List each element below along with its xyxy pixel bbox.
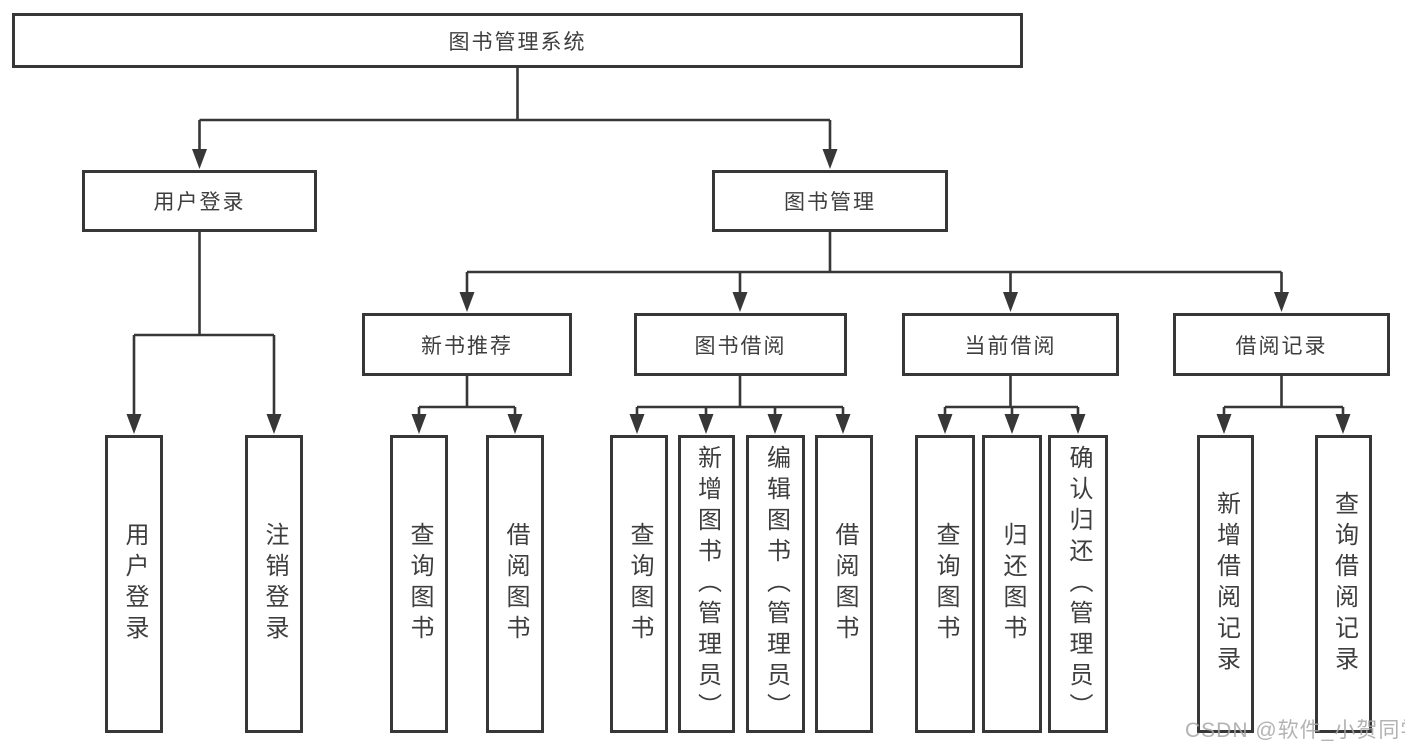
arrow-icon: [629, 414, 645, 434]
leaf-search-borrow-record-label: 查询借阅记录: [1330, 491, 1358, 677]
node-root-label: 图书管理系统: [448, 30, 587, 54]
leaf-search-books-recommend: 查询图书: [390, 435, 448, 733]
leaf-logout-label: 注销登录: [261, 522, 288, 646]
node-book-borrowing: 图书借阅: [634, 313, 847, 376]
leaf-search-books-borrowing: 查询图书: [610, 435, 668, 733]
arrow-icon: [767, 414, 783, 434]
leaf-search-borrow-record: 查询借阅记录: [1315, 435, 1372, 733]
csdn-watermark: CSDN @软件_小贺同学: [1185, 719, 1405, 742]
leaf-return-books-label: 归还图书: [999, 522, 1026, 646]
leaf-search-books-recommend-label: 查询图书: [406, 522, 433, 646]
leaf-search-books-borrowing-label: 查询图书: [626, 522, 653, 646]
leaf-add-book-admin: 新增图书（管理员）: [678, 435, 735, 733]
arrow-icon: [937, 414, 953, 434]
node-root: 图书管理系统: [12, 13, 1023, 68]
arrow-icon: [835, 414, 851, 434]
connector-borrowing-to-leaves: [635, 376, 845, 417]
leaf-search-books-current: 查询图书: [915, 435, 975, 733]
node-new-book-recommend-label: 新书推荐: [421, 334, 513, 358]
leaf-return-books: 归还图书: [982, 435, 1042, 733]
arrow-icon: [1274, 292, 1289, 312]
leaf-user-login: 用户登录: [105, 435, 163, 733]
node-user-login: 用户登录: [82, 170, 317, 232]
arrow-icon: [1003, 292, 1018, 312]
node-book-management-label: 图书管理: [784, 191, 876, 214]
arrow-icon: [822, 149, 838, 169]
connector-newbook-to-leaves: [417, 376, 517, 417]
leaf-borrow-books: 借阅图书: [815, 435, 873, 733]
leaf-search-books-current-label: 查询图书: [932, 522, 959, 646]
node-new-book-recommend: 新书推荐: [362, 313, 572, 376]
node-borrowing-records: 借阅记录: [1173, 313, 1390, 376]
node-borrowing-records-label: 借阅记录: [1235, 334, 1328, 358]
leaf-add-borrow-record: 新增借阅记录: [1197, 435, 1254, 733]
arrow-icon: [192, 149, 207, 169]
leaf-user-login-label: 用户登录: [121, 522, 148, 646]
leaf-add-borrow-record-label: 新增借阅记录: [1212, 491, 1240, 677]
arrow-icon: [507, 414, 523, 434]
leaf-confirm-return-admin: 确认归还（管理员）: [1048, 435, 1108, 733]
node-book-management: 图书管理: [712, 170, 948, 232]
arrow-icon: [698, 414, 714, 434]
leaf-borrow-books-label: 借阅图书: [831, 522, 858, 646]
connector-userlogin-to-leaves: [132, 232, 276, 417]
arrow-icon: [1335, 414, 1351, 434]
leaf-edit-book-admin: 编辑图书（管理员）: [746, 435, 805, 733]
arrowheads: [126, 149, 1351, 434]
node-current-borrowing: 当前借阅: [902, 313, 1119, 376]
node-book-borrowing-label: 图书借阅: [694, 334, 787, 358]
arrow-icon: [1004, 414, 1020, 434]
leaf-edit-book-admin-label: 编辑图书（管理员）: [762, 444, 790, 724]
leaf-borrow-books-recommend: 借阅图书: [486, 435, 544, 733]
connector-current-to-leaves: [943, 376, 1080, 417]
leaf-borrow-books-recommend-label: 借阅图书: [502, 522, 529, 646]
arrow-icon: [1216, 414, 1232, 434]
arrow-icon: [411, 414, 427, 434]
connector-records-to-leaves: [1222, 376, 1345, 417]
arrow-icon: [732, 292, 748, 312]
node-user-login-label: 用户登录: [153, 191, 246, 214]
connector-bookmgmt-to-level2: [465, 232, 1283, 295]
node-current-borrowing-label: 当前借阅: [964, 334, 1057, 358]
leaf-confirm-return-admin-label: 确认归还（管理员）: [1065, 444, 1092, 724]
arrow-icon: [266, 414, 282, 434]
arrow-icon: [459, 292, 475, 312]
leaf-add-book-admin-label: 新增图书（管理员）: [693, 444, 721, 724]
connector-root-to-level1: [198, 68, 832, 152]
leaf-logout: 注销登录: [245, 435, 303, 733]
arrow-icon: [1070, 414, 1086, 434]
arrow-icon: [126, 414, 142, 434]
